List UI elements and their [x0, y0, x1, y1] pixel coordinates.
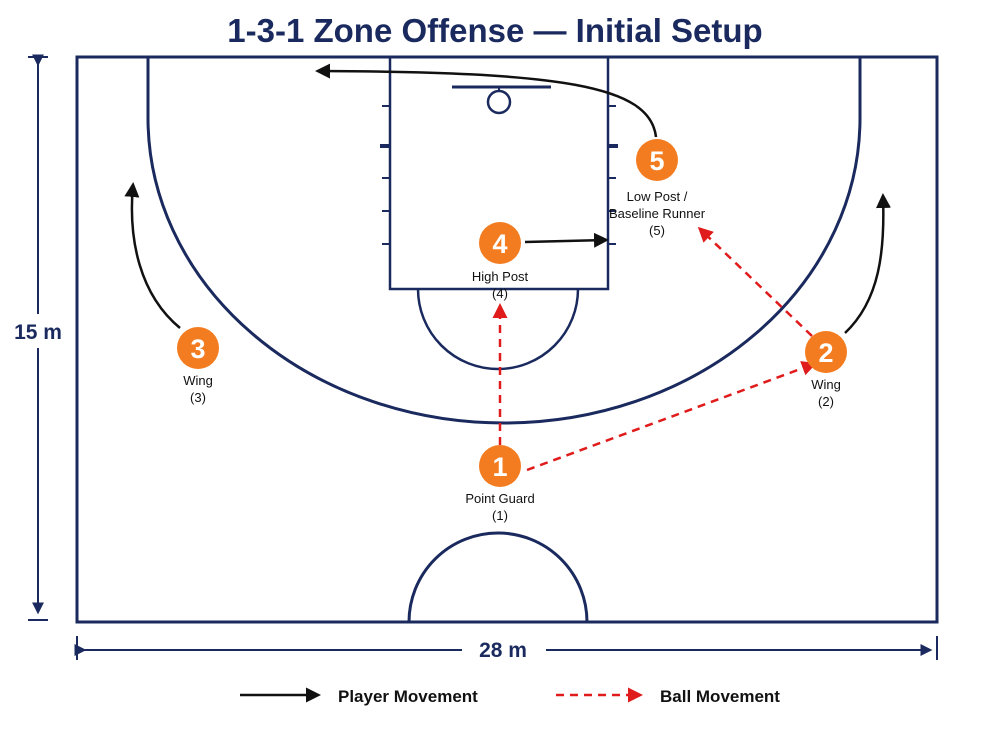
player-2-label-line: Wing: [811, 377, 841, 392]
ball-movement-arrows: [492, 226, 817, 472]
player-2-label-line: (2): [818, 394, 834, 409]
player-5-cut-arrow: [315, 63, 658, 138]
player-5-marker: [636, 139, 678, 181]
player-4-label-line: High Post: [472, 269, 529, 284]
width-dimension: 28 m: [74, 634, 938, 666]
three-point-line: [146, 57, 862, 425]
player-2-cut-arrow: [844, 193, 891, 334]
lane-hash-marks-right: [608, 105, 618, 245]
legend: Player Movement Ball Movement: [240, 687, 780, 706]
player-1-label-line: (1): [492, 508, 508, 523]
player-3-number: 3: [190, 334, 205, 364]
free-throw-circle: [416, 288, 580, 371]
width-label: 28 m: [479, 639, 527, 662]
height-label: 15 m: [14, 321, 62, 344]
player-1-marker: [479, 445, 521, 487]
player-3-marker: [177, 327, 219, 369]
player-4-move-arrow: [524, 232, 609, 248]
player-movement-arrows: [124, 63, 891, 334]
lane-hash-marks-left: [380, 105, 390, 245]
player-5-label-line: (5): [649, 223, 665, 238]
player-2-number: 2: [818, 338, 833, 368]
pass-2-to-5: [697, 226, 813, 337]
height-dimension: 15 m: [10, 54, 68, 621]
player-2-marker: [805, 331, 847, 373]
player-5-label-line: Baseline Runner: [609, 206, 706, 221]
court: [75, 55, 939, 624]
center-circle: [407, 531, 589, 623]
player-4-number: 4: [492, 229, 507, 259]
legend-player-movement-label: Player Movement: [338, 687, 478, 706]
player-1-label-line: Point Guard: [465, 491, 534, 506]
player-5-label-line: Low Post /: [627, 189, 688, 204]
player-1-number: 1: [492, 452, 507, 482]
rim: [486, 89, 512, 115]
player-3-cut-arrow: [124, 182, 181, 329]
player-4-marker: [479, 222, 521, 264]
paint-key: [388, 55, 610, 291]
player-3-label-line: (3): [190, 390, 206, 405]
legend-ball-movement-label: Ball Movement: [660, 687, 780, 706]
player-4-label-line: (4): [492, 286, 508, 301]
diagram-title: 1-3-1 Zone Offense — Initial Setup: [227, 12, 762, 49]
pass-1-to-2: [526, 361, 817, 472]
player-3-label-line: Wing: [183, 373, 213, 388]
player-5-number: 5: [649, 146, 664, 176]
